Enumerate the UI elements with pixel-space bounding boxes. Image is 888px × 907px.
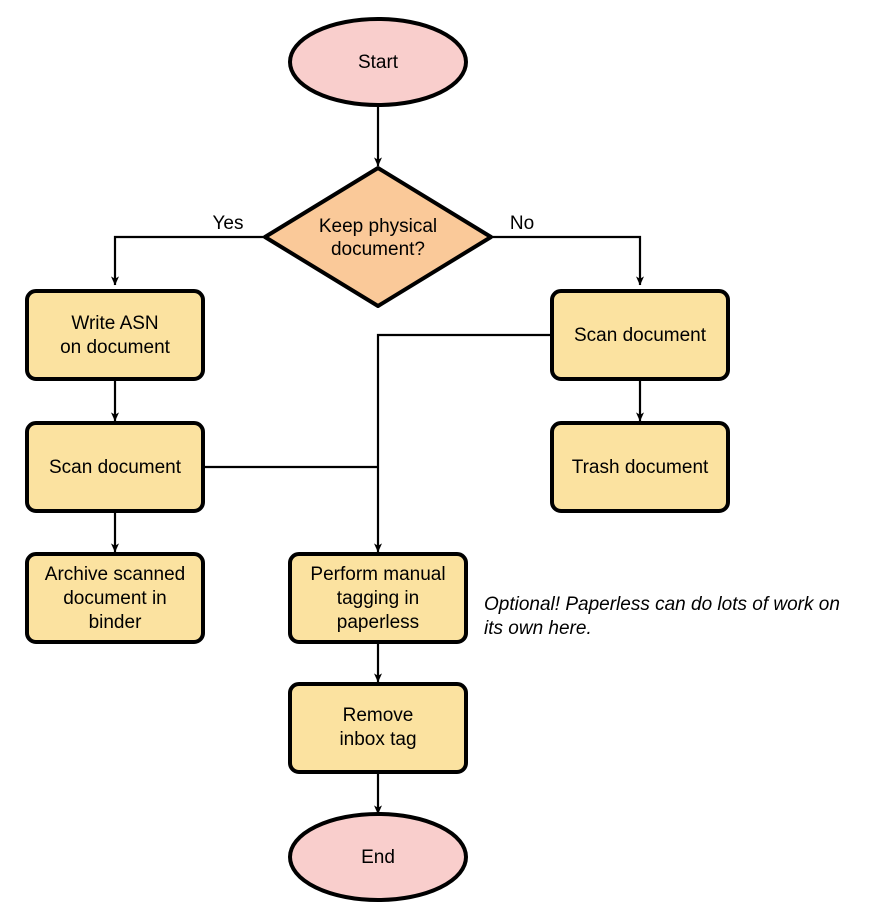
- archive-label-line2: document in: [63, 588, 167, 609]
- tagging-label-line3: paperless: [337, 612, 419, 633]
- node-trash-document[interactable]: Trash document: [550, 421, 730, 513]
- edge-scan-right-to-tagging: [374, 333, 552, 553]
- trash-document-label: Trash document: [572, 457, 709, 478]
- decision-label-line2: document?: [331, 239, 425, 260]
- archive-label-line1: Archive scanned: [45, 564, 185, 585]
- scan-document-left-box: [25, 421, 205, 513]
- node-archive-scanned-document[interactable]: Archive scanned document in binder: [25, 552, 205, 644]
- start-ellipse: [288, 17, 468, 107]
- remove-inbox-tag-box: [288, 682, 468, 774]
- annotation-line2: its own here.: [484, 618, 592, 639]
- tagging-label-line1: Perform manual: [310, 564, 445, 585]
- annotation-line1: Optional! Paperless can do lots of work …: [484, 594, 840, 615]
- scan-document-right-box: [550, 289, 730, 381]
- node-start[interactable]: Start: [288, 17, 468, 107]
- scan-document-right-label: Scan document: [574, 325, 707, 346]
- node-write-asn[interactable]: Write ASN on document: [25, 289, 205, 381]
- end-label: End: [361, 847, 395, 868]
- decision-diamond: [263, 166, 493, 308]
- edge-decision-yes-to-write-asn: [111, 235, 264, 286]
- edge-label-no: No: [510, 213, 534, 234]
- trash-document-box: [550, 421, 730, 513]
- decision-label-line1: Keep physical: [319, 216, 437, 237]
- node-end[interactable]: End: [288, 812, 468, 902]
- node-perform-manual-tagging[interactable]: Perform manual tagging in paperless: [288, 552, 468, 644]
- node-scan-document-left[interactable]: Scan document: [25, 421, 205, 513]
- start-label: Start: [358, 52, 399, 73]
- tagging-box: [288, 552, 468, 644]
- tagging-label-line2: tagging in: [337, 588, 419, 609]
- node-scan-document-right[interactable]: Scan document: [550, 289, 730, 381]
- write-asn-label-line2: on document: [60, 337, 171, 358]
- archive-box: [25, 552, 205, 644]
- remove-inbox-label-line1: Remove: [343, 705, 414, 726]
- write-asn-label-line1: Write ASN: [71, 313, 158, 334]
- node-decision-keep-physical-document[interactable]: Keep physical document?: [263, 166, 493, 308]
- remove-inbox-label-line2: inbox tag: [339, 729, 416, 750]
- edge-label-yes: Yes: [213, 213, 244, 234]
- archive-label-line3: binder: [89, 612, 142, 633]
- node-remove-inbox-tag[interactable]: Remove inbox tag: [288, 682, 468, 774]
- end-ellipse: [288, 812, 468, 902]
- scan-document-left-label: Scan document: [49, 457, 182, 478]
- write-asn-box: [25, 289, 205, 381]
- edge-decision-no-to-scan-right: [492, 235, 644, 286]
